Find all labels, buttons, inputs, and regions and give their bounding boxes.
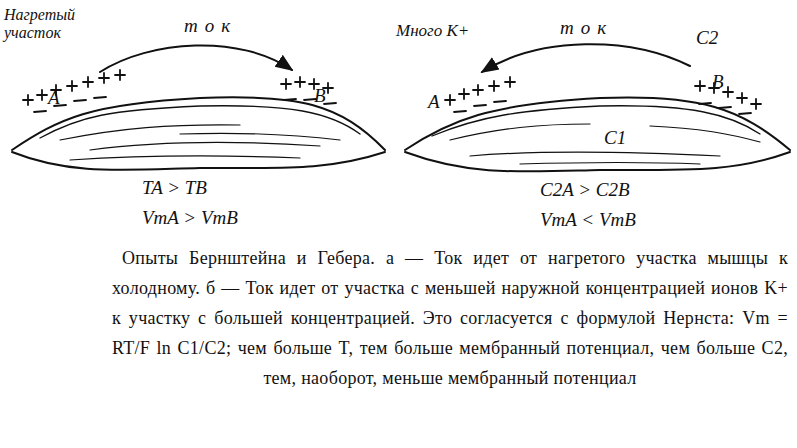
point-label: A (428, 92, 440, 113)
plus-charge (37, 90, 47, 100)
plus-charge (67, 81, 77, 91)
condition-label: VmA > VmB (142, 208, 238, 229)
minus-charge (94, 97, 106, 98)
muscle-outline (405, 97, 790, 150)
condition-label: TA > TB (142, 178, 207, 199)
concentration-label: C2 (696, 28, 718, 49)
minus-charge (454, 111, 466, 112)
minus-charge (739, 113, 751, 114)
minus-charge (494, 101, 506, 102)
region-label: Много K+ (396, 22, 469, 41)
plus-charge (723, 87, 733, 97)
point-label: B (712, 72, 724, 93)
plus-charge (737, 93, 747, 103)
current-arrow (100, 45, 292, 72)
current-arrow (482, 44, 690, 72)
muscle-fiber (450, 124, 590, 140)
concentration-label: C1 (604, 128, 626, 149)
plus-charge (281, 79, 291, 89)
region-label: Нагретый участок (4, 6, 84, 41)
current-label: ток (560, 18, 613, 39)
plus-charge (751, 99, 761, 109)
muscle-fiber (60, 125, 240, 140)
point-label: B (314, 86, 326, 107)
muscle-fiber (470, 152, 720, 156)
plus-charge (23, 95, 33, 105)
minus-charge (284, 99, 296, 100)
plus-charge (445, 95, 455, 105)
muscle-fiber (180, 133, 340, 140)
plus-charge (295, 77, 305, 87)
plus-charge (83, 77, 93, 87)
muscle-fiber (520, 163, 700, 165)
minus-charge (699, 103, 711, 104)
point-label: A (48, 88, 60, 109)
plus-charge (695, 81, 705, 91)
minus-charge (719, 107, 731, 108)
condition-label: C2A > C2B (540, 180, 630, 201)
plus-charge (99, 73, 109, 83)
minus-charge (474, 105, 486, 106)
muscle-outline (12, 152, 385, 170)
plus-charge (459, 89, 469, 99)
minus-charge (74, 100, 86, 101)
current-label: ток (184, 16, 237, 37)
minus-charge (324, 103, 336, 104)
condition-label: VmA < VmB (540, 210, 636, 231)
minus-charge (34, 111, 46, 112)
muscle-outline (405, 152, 790, 172)
muscle-outline (12, 97, 385, 150)
plus-charge (489, 81, 499, 91)
muscle-fiber (70, 156, 300, 160)
plus-charge (115, 70, 125, 80)
muscle-fiber (650, 126, 760, 142)
muscle-fiber (90, 143, 320, 150)
plus-charge (473, 85, 483, 95)
figure-caption: Опыты Бернштейна и Гебера. а — Ток идет … (112, 243, 788, 393)
plus-charge (505, 77, 515, 87)
